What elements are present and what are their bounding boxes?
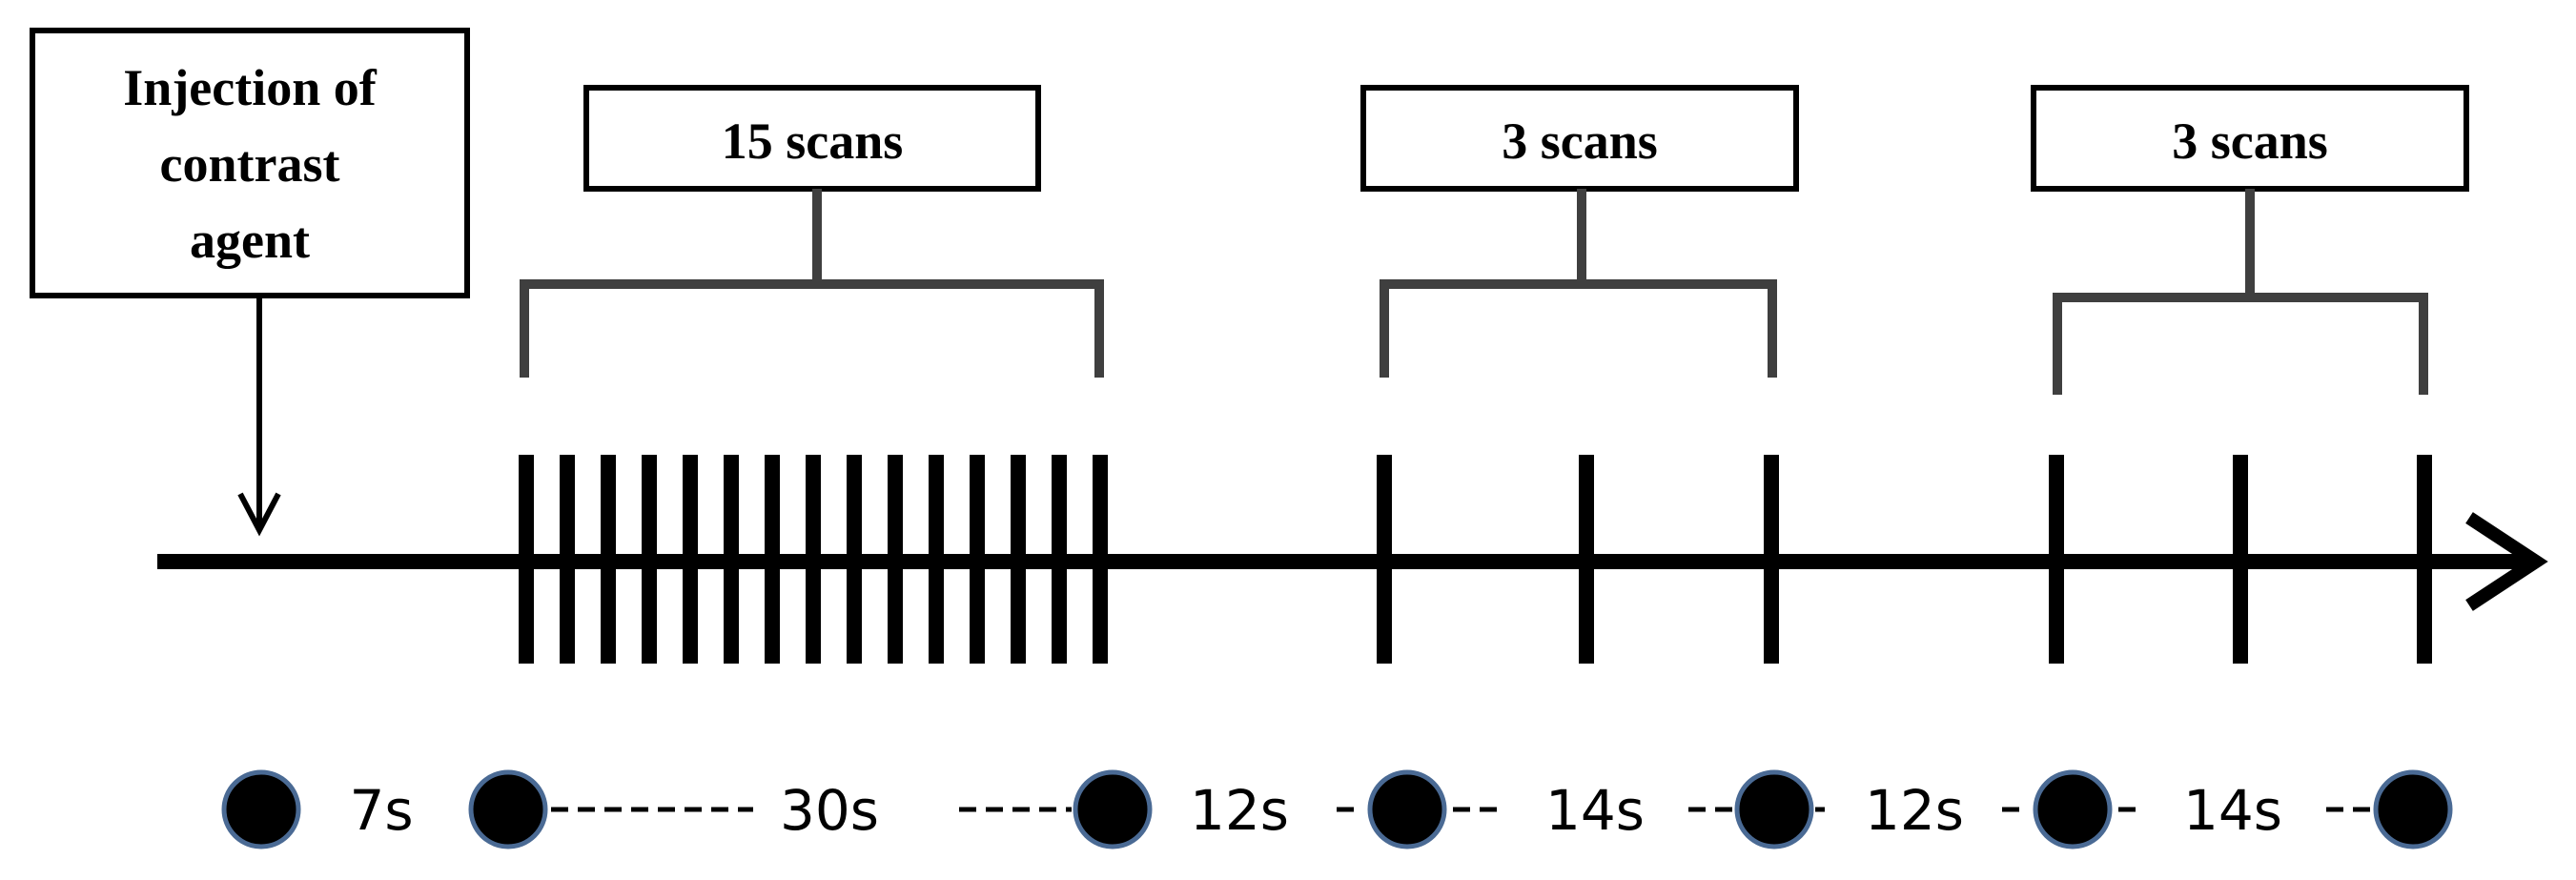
- scan-group-box-3: 3 scans: [2031, 85, 2469, 192]
- scan-group-bracket-1: [520, 189, 1104, 378]
- time-point-dot: [221, 769, 301, 849]
- time-point-dot: [1734, 769, 1814, 849]
- time-points: [221, 769, 2453, 849]
- injection-arrow: [237, 296, 281, 537]
- injection-box-line-2: contrast: [160, 135, 340, 193]
- bracket-arms: [1380, 279, 1777, 378]
- timeline-axis: [157, 512, 2548, 611]
- scan-ticks: [519, 455, 2432, 664]
- interval-label: 12s: [1190, 778, 1289, 843]
- injection-box-frame: [30, 28, 470, 298]
- interval-label: 30s: [780, 778, 879, 843]
- scan-group-label: 3 scans: [1502, 113, 1658, 170]
- interval-label: 12s: [1865, 778, 1964, 843]
- time-point-dot: [1367, 769, 1447, 849]
- scan-group-bracket-2: [1380, 189, 1777, 378]
- time-point-dot: [2373, 769, 2453, 849]
- bracket-arms: [2053, 293, 2428, 395]
- scan-group-box-frame: [583, 85, 1041, 192]
- time-point-dot: [1073, 769, 1153, 849]
- timeline-arrowhead: [2465, 512, 2548, 611]
- injection-arrow-head: [237, 492, 281, 537]
- scan-group-label: 3 scans: [2172, 113, 2328, 170]
- injection-box-line-3: agent: [190, 212, 310, 269]
- interval-label: 7s: [349, 778, 413, 843]
- scan-group-box-1: 15 scans: [583, 85, 1041, 192]
- injection-box-line-1: Injection of: [123, 59, 377, 116]
- interval-label: 14s: [2183, 778, 2282, 843]
- time-point-dot: [2033, 769, 2113, 849]
- time-point-dot: [468, 769, 548, 849]
- interval-labels: 7s 30s 12s 14s 12s 14s: [349, 778, 2282, 843]
- scan-group-bracket-3: [2053, 189, 2428, 395]
- scan-group-label: 15 scans: [722, 113, 904, 170]
- interval-label: 14s: [1545, 778, 1645, 843]
- scan-group-box-frame: [2031, 85, 2469, 192]
- injection-box: Injection of contrast agent: [30, 28, 470, 298]
- scan-group-box-2: 3 scans: [1360, 85, 1799, 192]
- scan-group-box-frame: [1360, 85, 1799, 192]
- bracket-arms: [520, 279, 1104, 378]
